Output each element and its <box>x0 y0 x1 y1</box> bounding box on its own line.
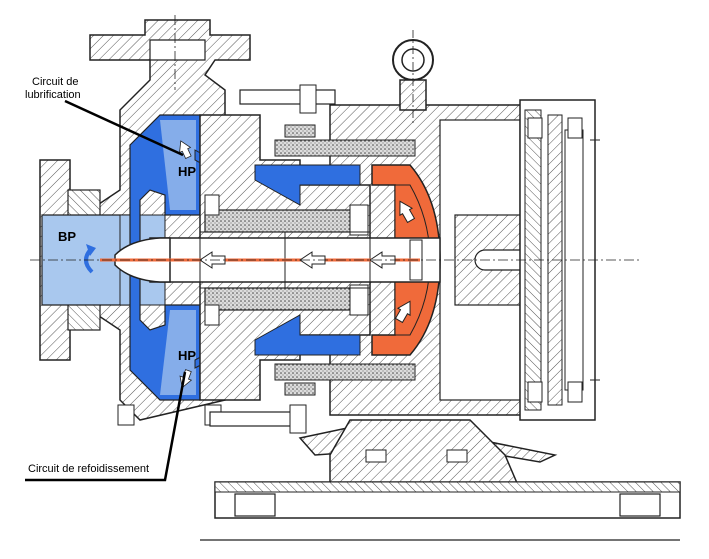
arrow-left-icon <box>199 251 396 269</box>
hp-zone-label-top: HP <box>178 164 196 179</box>
high-pressure-fluid-light <box>160 120 196 210</box>
refroidissement-leader-line <box>25 371 187 482</box>
pump-base <box>200 419 681 541</box>
arrow-up-icon <box>394 200 416 324</box>
lubrification-label-line2: lubrification <box>25 89 81 101</box>
lifting-eye-icon <box>392 30 434 125</box>
bp-zone-label: BP <box>58 229 76 244</box>
hp-zone-label-bottom: HP <box>178 348 196 363</box>
inner-magnet-rotor <box>204 194 369 326</box>
lubrification-leader-line <box>64 99 184 157</box>
refroidissement-label: Circuit de refoidissement <box>28 463 149 475</box>
lubrification-label-line1: Circuit de <box>32 76 78 88</box>
